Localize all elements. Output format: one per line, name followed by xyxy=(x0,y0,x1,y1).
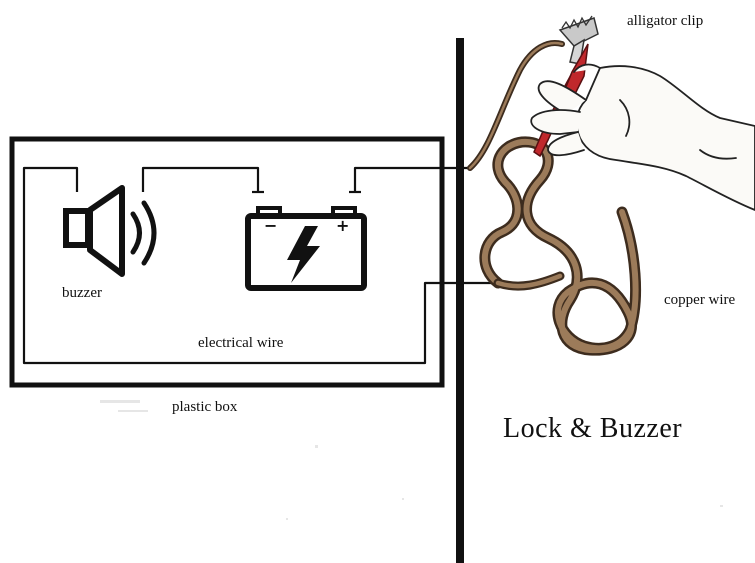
plastic-box-outline xyxy=(9,136,445,388)
speaker-icon xyxy=(63,185,157,277)
battery-to-clip-wire xyxy=(353,166,470,192)
battery-icon xyxy=(245,206,367,291)
background-speckles xyxy=(100,400,723,520)
alligator-clip-label: alligator clip xyxy=(627,13,704,29)
copper-wire-label: copper wire xyxy=(664,292,736,308)
circuit-wires xyxy=(22,166,498,365)
buzzer-label: buzzer xyxy=(62,285,102,301)
lightning-bolt-icon xyxy=(287,226,320,283)
copper-coil-icon xyxy=(467,40,641,356)
plastic-box-label: plastic box xyxy=(172,399,238,415)
bottom-return-wire xyxy=(22,166,498,365)
battery-plus-sign: + xyxy=(336,216,350,235)
divider-post xyxy=(456,38,464,563)
battery-minus-sign: − xyxy=(264,216,278,235)
buzzer-to-battery-wire xyxy=(141,166,260,192)
electrical-wire-label: electrical wire xyxy=(198,335,284,351)
diagram-title: Lock & Buzzer xyxy=(503,413,683,444)
hand-icon xyxy=(530,63,755,211)
